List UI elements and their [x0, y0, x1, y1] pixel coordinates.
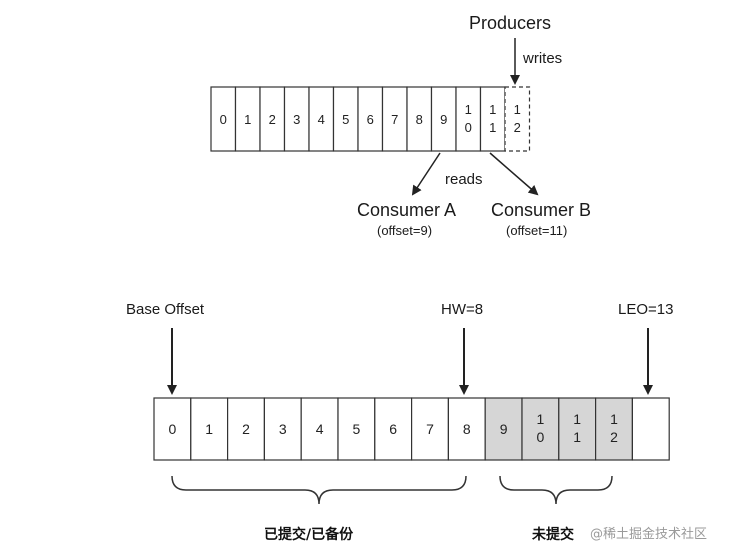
bottom-log-cell-value-digit: 1	[537, 411, 545, 427]
bottom-log-cell-uncommitted	[484, 397, 523, 461]
bottom-log-cell-value-digit: 2	[610, 429, 618, 445]
top-log-cell-value-digit: 1	[465, 102, 472, 117]
top-log-cell	[234, 86, 261, 152]
top-log-cell	[430, 86, 457, 152]
bottom-log-cell	[411, 397, 450, 461]
top-log-cell-value-digit: 1	[489, 120, 496, 135]
top-log-cell-value: 9	[440, 112, 447, 127]
top-log-cell-value: 8	[416, 112, 423, 127]
bottom-log-cell	[153, 397, 192, 461]
top-log-cell-value-digit: 1	[514, 102, 521, 117]
top-log-cell-pending	[504, 86, 531, 152]
bottom-log-cell-value-digit: 1	[610, 411, 618, 427]
bottom-log-cell-value: 0	[169, 421, 177, 437]
bottom-log-cell-value: 8	[463, 421, 471, 437]
top-log-cell	[455, 86, 482, 152]
uncommitted-brace	[499, 475, 613, 505]
top-log-cell-value: 1	[244, 112, 251, 127]
top-log-cell-value: 7	[391, 112, 398, 127]
bottom-log-cell-value: 9	[500, 421, 508, 437]
top-log-cell	[259, 86, 286, 152]
top-log-cell-value: 2	[269, 112, 276, 127]
committed-brace	[171, 475, 467, 505]
top-log-cell-value: 5	[342, 112, 349, 127]
uncommitted-label: 未提交	[532, 526, 574, 543]
consumer-a-offset: (offset=9)	[377, 223, 432, 238]
reads-label: reads	[445, 171, 483, 188]
committed-label: 已提交/已备份	[264, 526, 354, 543]
writes-label: writes	[522, 50, 562, 67]
bottom-log-cell	[447, 397, 486, 461]
bottom-log-cell-value: 3	[279, 421, 287, 437]
top-log-cell-value-digit: 0	[465, 120, 472, 135]
top-log-cell-value: 0	[220, 112, 227, 127]
watermark: @稀土掘金技术社区	[590, 526, 707, 542]
bottom-log-cell-value: 5	[353, 421, 361, 437]
top-log-cell-value-digit: 2	[514, 120, 521, 135]
bottom-log-cell	[227, 397, 266, 461]
bottom-log-cell-value-digit: 1	[573, 429, 581, 445]
hw-label: HW=8	[441, 301, 483, 318]
bottom-log-cell-uncommitted	[521, 397, 560, 461]
bottom-log-cell-empty	[631, 397, 670, 461]
top-log-cell	[406, 86, 433, 152]
bottom-log-cell-value: 6	[389, 421, 397, 437]
top-log-cell-value: 6	[367, 112, 374, 127]
bottom-log-cell-value-digit: 1	[573, 411, 581, 427]
consumer-b-name: Consumer B	[491, 200, 591, 220]
bottom-log-cell-value: 4	[316, 421, 324, 437]
consumer-a-read-arrow	[411, 152, 441, 196]
consumer-b-read-arrow	[489, 152, 539, 196]
producers-label: Producers	[469, 13, 551, 33]
base-offset-label: Base Offset	[126, 301, 205, 318]
bottom-log-cell-uncommitted	[558, 397, 597, 461]
bottom-log-cell	[190, 397, 229, 461]
consumer-a-name: Consumer A	[357, 200, 456, 220]
top-log-cell-value: 4	[318, 112, 325, 127]
consumer-b-offset: (offset=11)	[506, 223, 567, 238]
top-log-cell	[479, 86, 506, 152]
bottom-log-cell-value: 2	[242, 421, 250, 437]
leo-label: LEO=13	[618, 301, 673, 318]
bottom-log-cell-value: 7	[426, 421, 434, 437]
top-log-cell-value: 3	[293, 112, 300, 127]
bottom-log-cell	[263, 397, 302, 461]
bottom-log-cell-value: 1	[205, 421, 213, 437]
top-log-cell-value-digit: 1	[489, 102, 496, 117]
bottom-log-cell-value-digit: 0	[537, 429, 545, 445]
